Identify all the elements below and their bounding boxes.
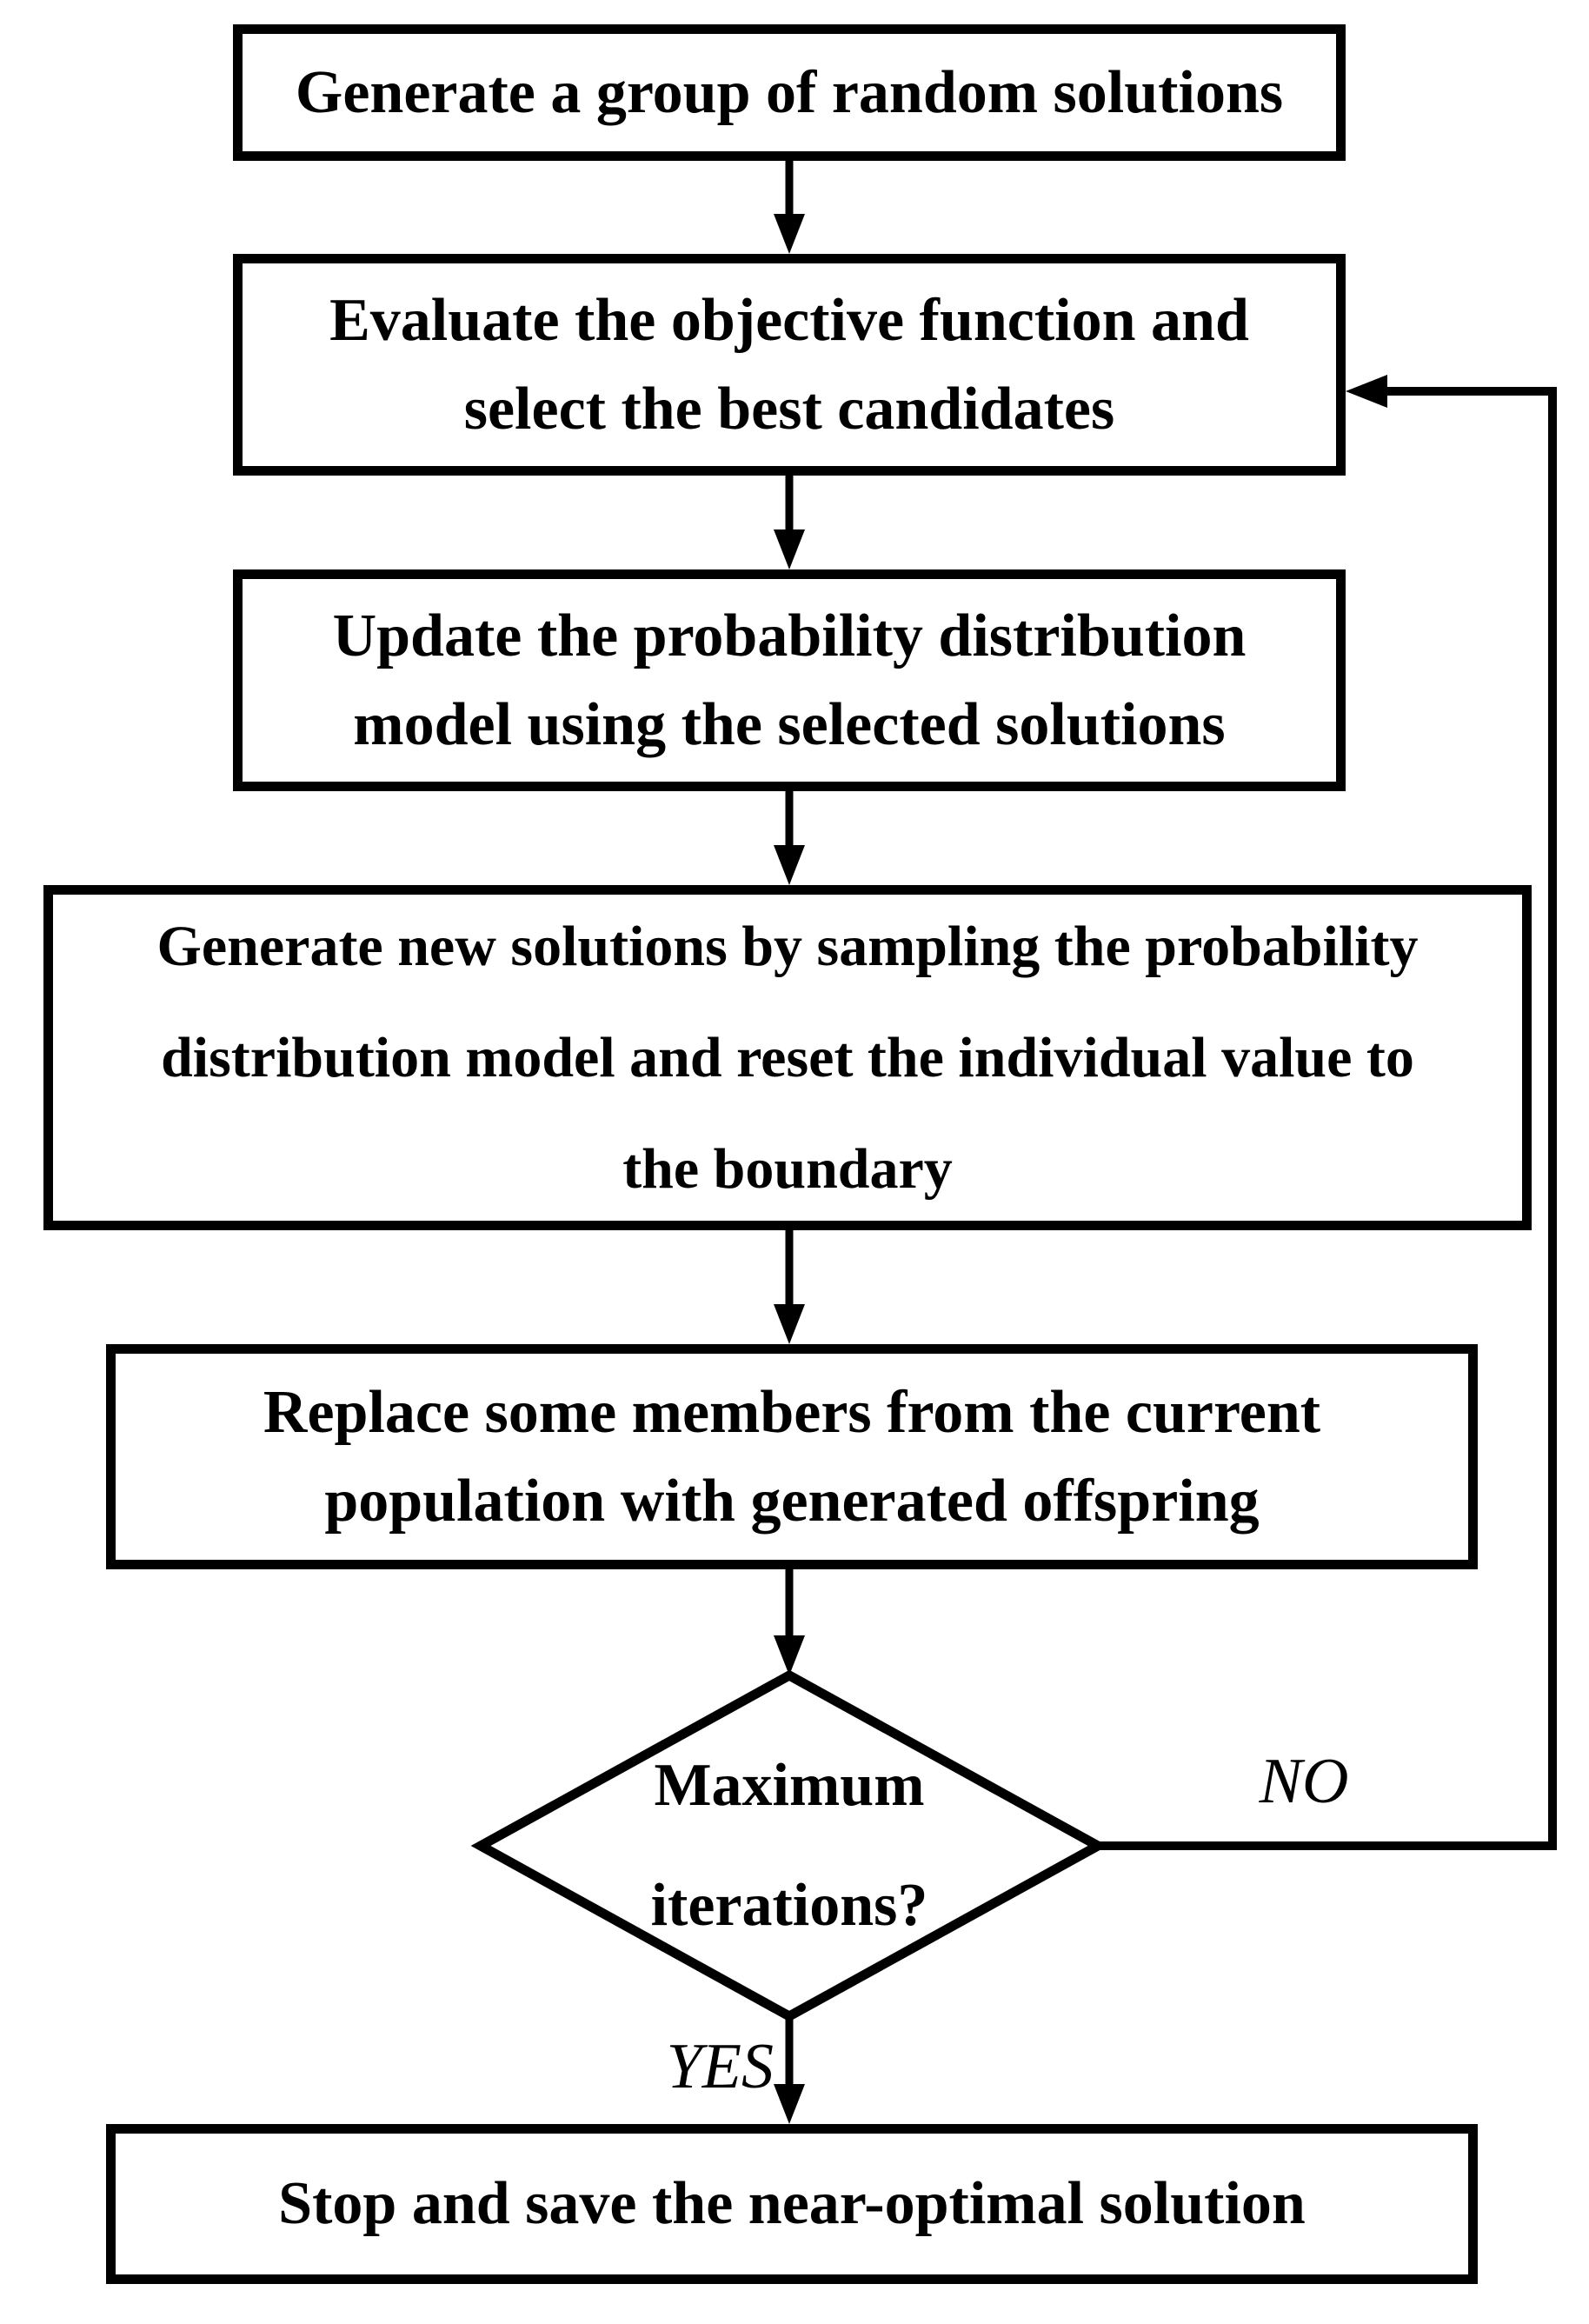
node-text-line: the boundary bbox=[622, 1136, 953, 1201]
node-text-line: iterations? bbox=[650, 1872, 928, 1939]
arrow-sample-to-replace bbox=[774, 1230, 805, 1344]
node-generate-random-solutions: Generate a group of random solutions bbox=[233, 24, 1346, 161]
node-text-line: Stop and save the near-optimal solution bbox=[278, 2170, 1306, 2237]
arrow-replace-to-decision bbox=[774, 1569, 805, 1675]
node-replace-members: Replace some members from the current po… bbox=[106, 1344, 1478, 1569]
node-text-line: Maximum bbox=[654, 1752, 925, 1819]
arrow-update-to-sample bbox=[774, 791, 805, 885]
node-stop-save-solution: Stop and save the near-optimal solution bbox=[106, 2124, 1478, 2284]
node-text-line: Generate a group of random solutions bbox=[295, 58, 1284, 126]
arrow-generate-to-evaluate bbox=[774, 161, 805, 254]
node-maximum-iterations-decision: Maximum iterations? bbox=[481, 1675, 1098, 2016]
arrow-decision-to-stop-yes bbox=[774, 2016, 805, 2124]
arrow-evaluate-to-update bbox=[774, 476, 805, 569]
node-text-line: distribution model and reset the individ… bbox=[161, 1025, 1414, 1089]
node-generate-new-solutions: Generate new solutions by sampling the p… bbox=[43, 885, 1532, 1230]
node-text-line: Evaluate the objective function and bbox=[329, 286, 1249, 354]
edge-label-no: NO bbox=[1259, 1746, 1349, 1817]
arrow-decision-to-evaluate-no bbox=[1098, 375, 1557, 1850]
node-text-line: Update the probability distribution bbox=[332, 602, 1247, 669]
node-update-probability-model: Update the probability distribution mode… bbox=[233, 569, 1346, 791]
node-text-line: population with generated offspring bbox=[324, 1467, 1260, 1535]
node-text-line: model using the selected solutions bbox=[353, 690, 1226, 758]
node-text-line: select the best candidates bbox=[463, 375, 1115, 443]
node-text-line: Replace some members from the current bbox=[263, 1378, 1321, 1446]
node-text-line: Generate new solutions by sampling the p… bbox=[156, 914, 1419, 978]
node-evaluate-objective: Evaluate the objective function and sele… bbox=[233, 254, 1346, 476]
edge-label-yes: YES bbox=[666, 2031, 774, 2102]
